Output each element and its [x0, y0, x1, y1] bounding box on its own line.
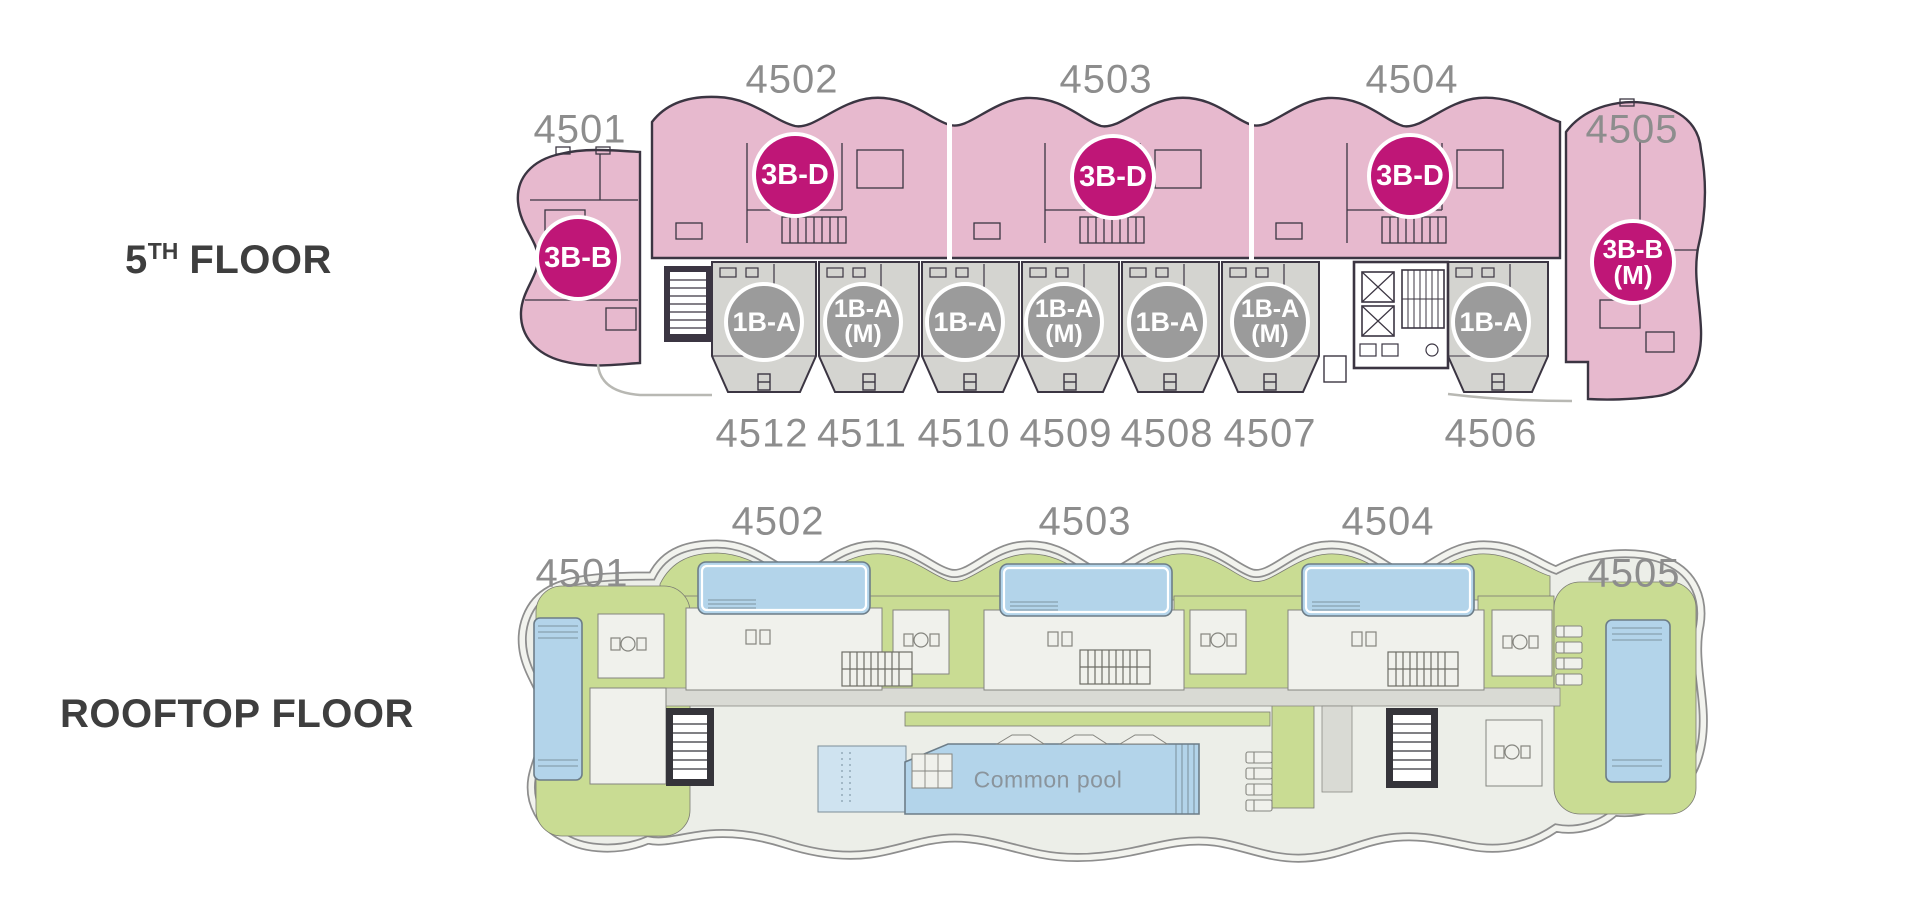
unit-label-4506: 4506 [1444, 411, 1538, 456]
pool-4504 [1300, 562, 1476, 618]
rooftop-plan [517, 539, 1708, 863]
pool-4503 [998, 562, 1174, 618]
unit-label-4505: 4505 [1585, 107, 1679, 152]
rooftop-label-4502: 4502 [731, 499, 825, 544]
type-circle-3b-b: 3B-B [535, 215, 621, 301]
rooftop-label-4503: 4503 [1038, 499, 1132, 544]
rooftop-floors [589, 607, 1553, 787]
fifth-floor-title-ordinal: TH [147, 238, 179, 264]
rooftop-floor-title: ROOFTOP FLOOR [60, 692, 414, 736]
unit-circle-1b-a-3: 1B-A [1127, 282, 1207, 362]
unit-circle-1b-a-1: 1B-A [724, 282, 804, 362]
pool-4502 [696, 560, 872, 616]
stairwell-core [664, 266, 712, 342]
unit-label-4511: 4511 [816, 411, 908, 456]
unit-circle-1b-a-m-2: 1B-A(M) [1024, 282, 1104, 362]
fifth-floor-title-number: 5 [125, 238, 148, 282]
unit-circle-1b-a-m-1: 1B-A(M) [823, 282, 903, 362]
unit-label-4510: 4510 [917, 411, 1011, 456]
side-pools [533, 617, 1671, 783]
unit-circle-1b-a-2: 1B-A [925, 282, 1005, 362]
unit-label-4509: 4509 [1019, 411, 1113, 456]
rooftop-label-4501: 4501 [535, 551, 629, 596]
unit-circle-1b-a-m-3: 1B-A(M) [1230, 282, 1310, 362]
elevator-core [1323, 260, 1450, 383]
common-pool [817, 734, 1200, 815]
unit-label-4512: 4512 [715, 411, 809, 456]
type-circle-3b-d-2: 3B-D [1070, 134, 1156, 220]
unit-label-4508: 4508 [1120, 411, 1214, 456]
unit-circle-1b-a-4: 1B-A [1451, 282, 1531, 362]
rooftop-stair-cores [666, 708, 1438, 788]
type-circle-3b-d-1: 3B-D [752, 132, 838, 218]
walkway-arcs [596, 363, 1573, 403]
unit-separators [947, 94, 1254, 260]
rooftop-label-4504: 4504 [1341, 499, 1435, 544]
unit-label-4503: 4503 [1059, 57, 1153, 102]
unit-label-4502: 4502 [745, 57, 839, 102]
fifth-floor-title-word: FLOOR [189, 238, 332, 282]
rooftop-label-4505: 4505 [1587, 551, 1681, 596]
unit-label-4501: 4501 [533, 107, 627, 152]
common-pool-label: Common pool [973, 766, 1123, 793]
type-circle-3b-d-3: 3B-D [1367, 133, 1453, 219]
fifth-floor-title: 5TH FLOOR [125, 238, 332, 283]
type-circle-3b-b-m: 3B-B(M) [1590, 219, 1676, 305]
unit-label-4504: 4504 [1365, 57, 1459, 102]
unit-label-4507: 4507 [1223, 411, 1317, 456]
